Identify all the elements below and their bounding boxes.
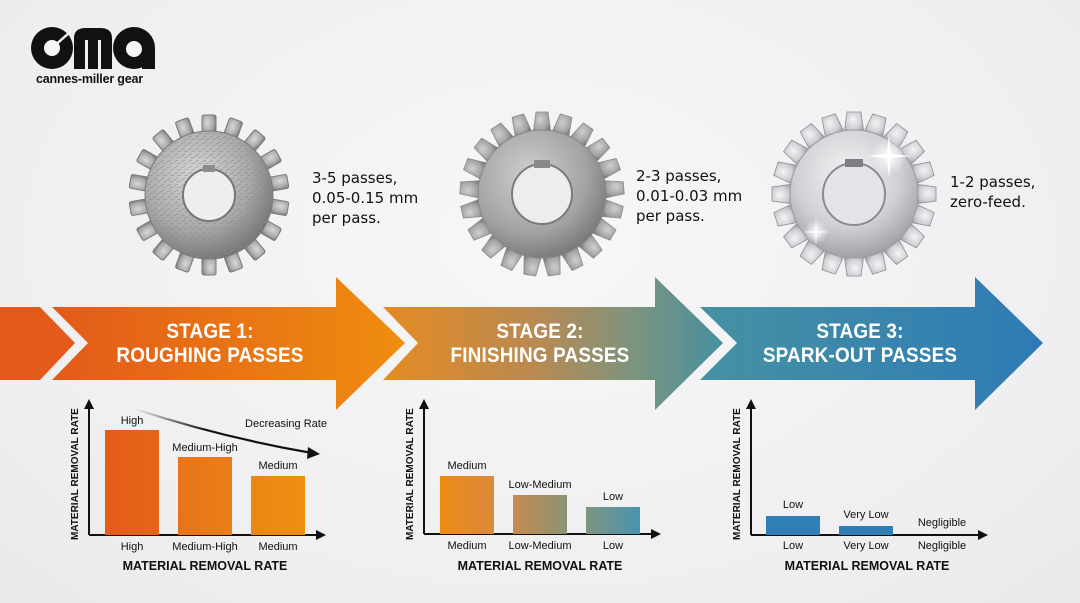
- stage1-title-line1: STAGE 1:: [166, 320, 254, 343]
- brand-logo: cannes-miller gear: [28, 24, 188, 94]
- chart3-bar-1: [766, 516, 820, 535]
- chart-stage3: MATERIAL REMOVAL RATE Low Very Low Negli…: [722, 395, 1032, 585]
- finished-gear-icon: [459, 111, 625, 277]
- chart1-ylabel: MATERIAL REMOVAL RATE: [70, 408, 81, 540]
- chart3-bar-label-3: Negligible: [917, 517, 967, 529]
- chart1-bar-2: [178, 457, 232, 535]
- brand-name: cannes-miller gear: [36, 72, 143, 86]
- stage1-arrow: [52, 277, 405, 410]
- chart1-axes: [84, 399, 326, 540]
- stage2-title-line1: STAGE 2:: [496, 320, 584, 343]
- stage2-title-line2: FINISHING PASSES: [450, 344, 630, 367]
- stage1-title-line2: ROUGHING PASSES: [116, 344, 304, 367]
- chart2-tick-1: Medium: [447, 540, 487, 552]
- chart3-xlabel: MATERIAL REMOVAL RATE: [784, 559, 950, 573]
- chart1-tick-2: Medium-High: [172, 541, 238, 553]
- chart-stage1: MATERIAL REMOVAL RATE High Medium-High M…: [60, 395, 370, 585]
- chart3-ylabel: MATERIAL REMOVAL RATE: [732, 408, 743, 540]
- stage1-note: 3-5 passes, 0.05-0.15 mm per pass.: [312, 169, 419, 227]
- stage2-arrow: [383, 277, 723, 410]
- chart1-bar-label-1: High: [120, 415, 144, 427]
- chart3-bar-label-2: Very Low: [843, 509, 889, 521]
- process-flow-arrows: [0, 277, 1043, 410]
- chart1-bar-label-2: Medium-High: [172, 442, 238, 454]
- chart1-tick-1: High: [120, 541, 144, 553]
- stage3-note: 1-2 passes, zero-feed.: [950, 173, 1036, 211]
- chart1-xlabel: MATERIAL REMOVAL RATE: [122, 559, 288, 573]
- chart3-axes: [746, 399, 988, 540]
- chart2-axes: [419, 399, 661, 539]
- stage3-title-line2: SPARK-OUT PASSES: [762, 344, 958, 367]
- chart3-tick-1: Low: [782, 540, 804, 552]
- decreasing-trend-arrow: [134, 407, 313, 455]
- chart2-bar-1: [440, 476, 494, 534]
- stage3-title-line1: STAGE 3:: [816, 320, 904, 343]
- chart1-annotation: Decreasing Rate: [245, 418, 327, 430]
- chart2-bar-label-1: Medium: [447, 460, 487, 472]
- chart2-bar-2: [513, 495, 567, 534]
- chart2-tick-3: Low: [602, 540, 624, 552]
- logo-mark-icon: [31, 27, 155, 69]
- polished-gear-icon: [771, 111, 937, 277]
- chart1-tick-3: Medium: [258, 541, 298, 553]
- chart2-tick-2: Low-Medium: [508, 540, 572, 552]
- chart3-tick-2: Very Low: [843, 540, 889, 552]
- lead-chevron: [0, 307, 75, 380]
- stage2-note: 2-3 passes, 0.01-0.03 mm per pass.: [636, 167, 743, 225]
- chart2-bar-3: [586, 507, 640, 534]
- stage1-title: STAGE 1: ROUGHING PASSES: [107, 320, 314, 368]
- stage3-title: STAGE 3: SPARK-OUT PASSES: [757, 320, 964, 368]
- chart1-bar-label-3: Medium: [258, 460, 298, 472]
- chart2-bar-label-2: Low-Medium: [508, 479, 572, 491]
- stage2-title: STAGE 2: FINISHING PASSES: [437, 320, 644, 368]
- chart2-bar-label-3: Low: [602, 491, 624, 503]
- chart3-bar-2: [839, 526, 893, 535]
- chart3-tick-3: Negligible: [917, 540, 967, 552]
- stage3-arrow: [700, 277, 1043, 410]
- chart1-bar-3: [251, 476, 305, 535]
- chart2-ylabel: MATERIAL REMOVAL RATE: [405, 408, 416, 540]
- chart1-bar-1: [105, 430, 159, 535]
- rough-gear-icon: [128, 114, 290, 276]
- chart-stage2: MATERIAL REMOVAL RATE Medium Low-Medium …: [395, 395, 705, 585]
- chart3-bar-label-1: Low: [782, 499, 804, 511]
- chart2-xlabel: MATERIAL REMOVAL RATE: [457, 559, 623, 573]
